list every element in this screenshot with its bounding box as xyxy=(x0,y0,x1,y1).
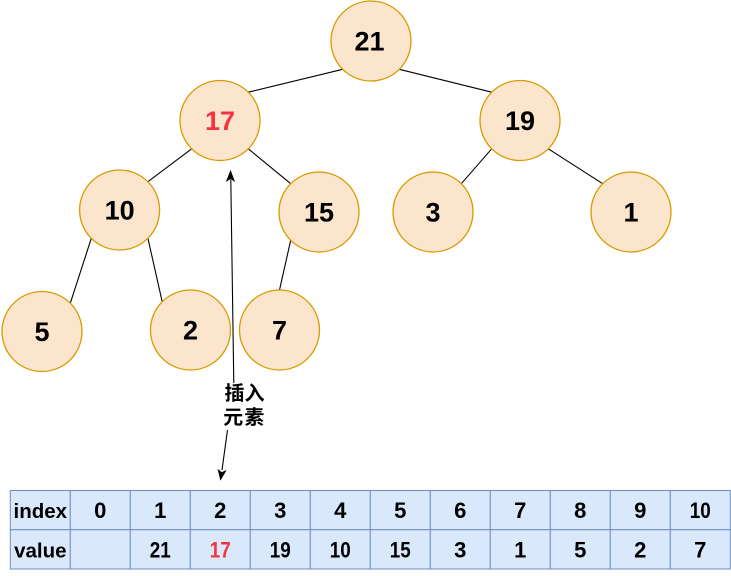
svg-text:6: 6 xyxy=(454,498,466,523)
svg-text:15: 15 xyxy=(304,197,334,227)
svg-text:10: 10 xyxy=(690,498,711,523)
svg-text:index: index xyxy=(14,500,68,523)
svg-text:17: 17 xyxy=(205,106,235,136)
svg-text:2: 2 xyxy=(183,315,198,345)
svg-text:7: 7 xyxy=(694,537,706,562)
svg-text:10: 10 xyxy=(105,195,135,225)
svg-text:8: 8 xyxy=(574,498,586,523)
svg-text:9: 9 xyxy=(634,498,646,523)
svg-text:19: 19 xyxy=(270,537,291,562)
svg-text:10: 10 xyxy=(330,537,351,562)
svg-text:21: 21 xyxy=(354,26,384,56)
svg-text:1: 1 xyxy=(623,197,638,227)
svg-text:1: 1 xyxy=(154,498,166,523)
svg-text:15: 15 xyxy=(390,537,411,562)
svg-text:5: 5 xyxy=(394,498,406,523)
svg-text:21: 21 xyxy=(150,537,171,562)
svg-text:5: 5 xyxy=(574,537,586,562)
svg-text:3: 3 xyxy=(274,498,286,523)
svg-text:4: 4 xyxy=(334,498,347,523)
svg-text:2: 2 xyxy=(214,498,226,523)
svg-text:5: 5 xyxy=(34,317,49,347)
svg-text:7: 7 xyxy=(272,315,287,345)
svg-text:3: 3 xyxy=(425,197,440,227)
svg-text:17: 17 xyxy=(210,537,231,562)
svg-text:0: 0 xyxy=(94,498,106,523)
svg-text:1: 1 xyxy=(514,537,526,562)
svg-text:3: 3 xyxy=(454,537,466,562)
svg-text:7: 7 xyxy=(514,498,526,523)
svg-text:19: 19 xyxy=(505,106,535,136)
svg-text:value: value xyxy=(14,539,66,562)
svg-text:2: 2 xyxy=(634,537,646,562)
